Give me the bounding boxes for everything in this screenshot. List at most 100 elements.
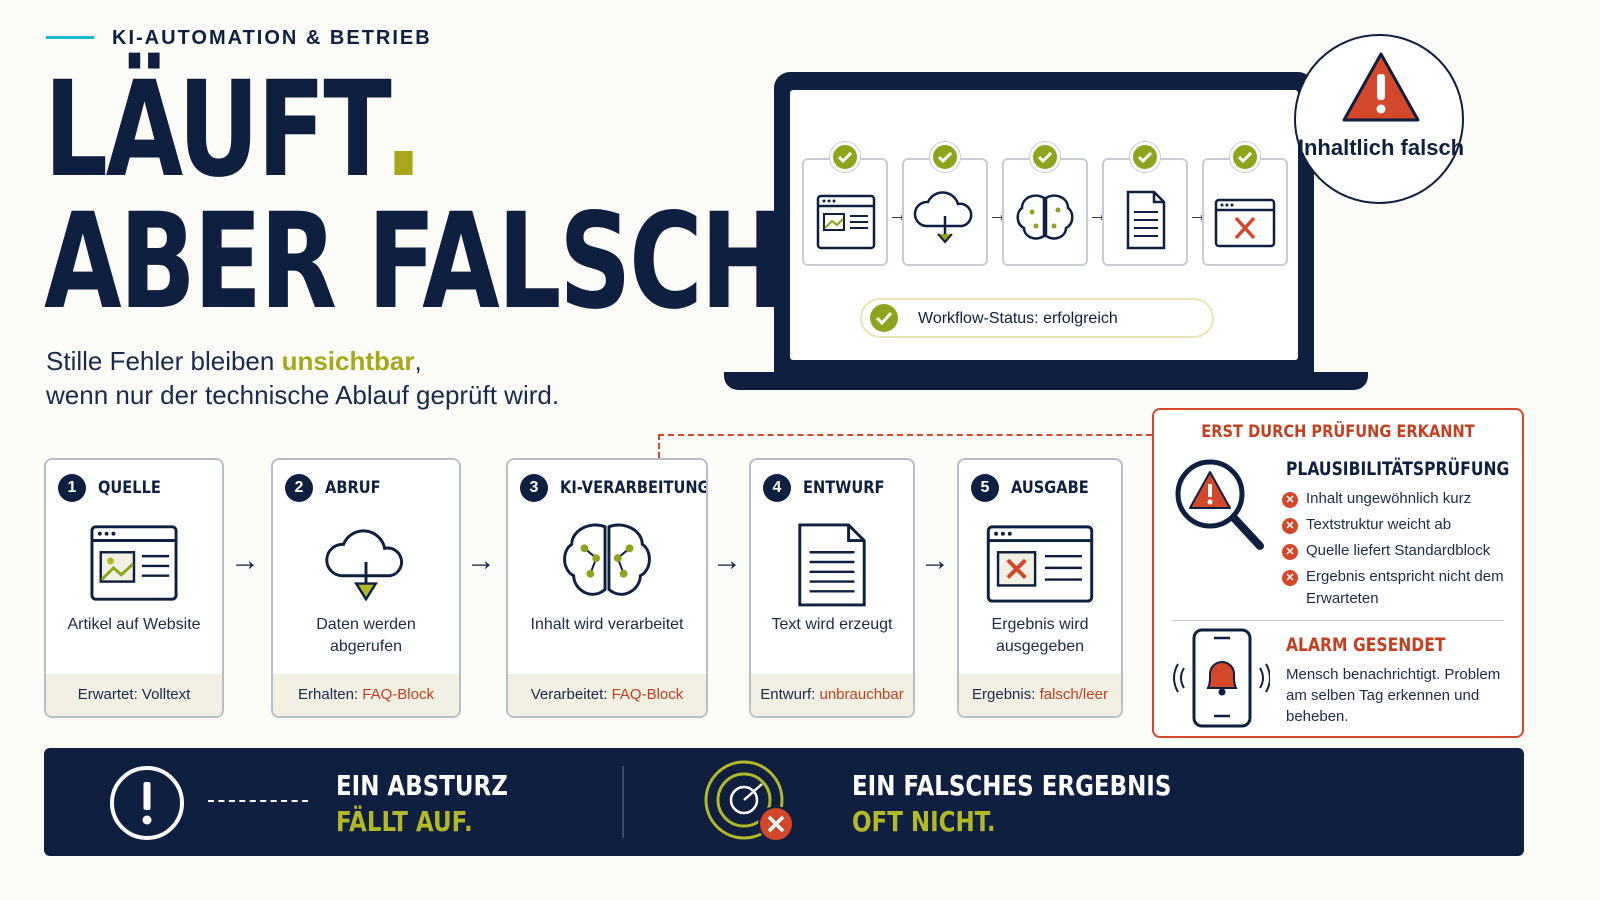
warning-badge: Inhaltlich falsch bbox=[1294, 34, 1464, 204]
check-item-text: Inhalt ungewöhnlich kurz bbox=[1306, 490, 1472, 507]
step-number: 1 bbox=[58, 474, 86, 502]
arrow-right-icon: → bbox=[466, 544, 496, 577]
error-window-icon bbox=[959, 518, 1121, 608]
check-item-text: Quelle liefert Standardblock bbox=[1306, 542, 1491, 559]
check-item: ✕ Quelle liefert Standardblock bbox=[1282, 540, 1512, 562]
website-icon bbox=[46, 518, 222, 608]
step-footer: Erhalten: FAQ-Block bbox=[273, 674, 459, 716]
plausibility-check-title: PLAUSIBILITÄTSPRÜFUNG bbox=[1286, 458, 1510, 480]
check-icon bbox=[870, 304, 898, 332]
headline-line-1: LÄUFT bbox=[44, 64, 413, 196]
step-number: 4 bbox=[763, 474, 791, 502]
check-item-text: Ergebnis entspricht nicht dem Erwarteten bbox=[1306, 568, 1504, 607]
eyebrow-label: KI-AUTOMATION & BETRIEB bbox=[112, 27, 432, 49]
arrow-right-icon: → bbox=[712, 544, 742, 577]
detection-connector-line bbox=[658, 434, 1152, 458]
step-footer: Erwartet: Volltext bbox=[46, 674, 222, 716]
website-icon bbox=[816, 194, 876, 250]
step-footer-value: FAQ-Block bbox=[362, 686, 434, 703]
subline-highlight: unsichtbar bbox=[281, 346, 415, 376]
step-description: Text wird erzeugt bbox=[771, 616, 893, 633]
banner-right-line-2: OFT NICHT. bbox=[852, 805, 996, 838]
subline: Stille Fehler bleiben unsichtbar, wenn n… bbox=[46, 344, 559, 412]
step-number: 5 bbox=[971, 474, 999, 502]
arrow-right-icon: → bbox=[230, 544, 260, 577]
step-footer-value: FAQ-Block bbox=[611, 686, 684, 703]
banner-left-line-1: EIN ABSTURZ bbox=[336, 769, 508, 802]
check-icon bbox=[1130, 142, 1160, 172]
x-circle-icon: ✕ bbox=[1282, 570, 1298, 586]
step-footer-label: Entwurf: bbox=[760, 686, 816, 703]
eyebrow-accent-line bbox=[46, 36, 94, 39]
warning-badge-text: Inhaltlich falsch bbox=[1297, 135, 1465, 160]
bottom-banner: EIN ABSTURZ FÄLLT AUF. EIN FALSCHES ERGE… bbox=[44, 748, 1524, 856]
check-icon bbox=[830, 142, 860, 172]
step-number: 3 bbox=[520, 474, 548, 502]
step-footer-label: Verarbeitet: bbox=[530, 686, 608, 703]
step-description: Ergebnis wird ausgegeben bbox=[991, 616, 1089, 655]
brain-icon bbox=[1016, 194, 1074, 240]
x-circle-icon: ✕ bbox=[1282, 492, 1298, 508]
step-description: Daten werden abgerufen bbox=[316, 616, 416, 655]
step-description: Artikel auf Website bbox=[67, 616, 201, 633]
step-number: 2 bbox=[285, 474, 313, 502]
mini-step-cloud bbox=[902, 158, 988, 266]
headline-text-1: LÄUFT bbox=[44, 53, 392, 207]
subline-text: Stille Fehler bleiben bbox=[46, 346, 282, 376]
step-footer-value: unbrauchbar bbox=[819, 686, 904, 703]
cloud-download-icon bbox=[913, 191, 973, 244]
step-footer-label: Erhalten: bbox=[298, 686, 359, 703]
document-icon bbox=[1126, 190, 1166, 250]
step-footer-value: falsch/leer bbox=[1039, 686, 1108, 703]
headline-dot bbox=[394, 151, 413, 175]
step-footer-value: Volltext bbox=[141, 686, 191, 703]
phone-alarm-icon bbox=[1173, 628, 1270, 728]
step-title: ENTWURF bbox=[803, 478, 885, 498]
arrow-right-icon: → bbox=[920, 544, 950, 577]
check-icon bbox=[930, 142, 960, 172]
banner-dashed-line bbox=[208, 800, 308, 802]
banner-right-line-1: EIN FALSCHES ERGEBNIS bbox=[852, 769, 1172, 802]
workflow-status-pill: Workflow-Status: erfolgreich bbox=[860, 298, 1214, 338]
cloud-download-icon bbox=[273, 518, 459, 608]
warning-triangle-icon bbox=[1342, 52, 1420, 122]
mini-step-document bbox=[1102, 158, 1188, 266]
brain-icon bbox=[508, 518, 706, 608]
mini-step-brain bbox=[1002, 158, 1088, 266]
subline-comma: , bbox=[414, 346, 422, 376]
panel-divider bbox=[1172, 620, 1504, 621]
step-title: AUSGABE bbox=[1011, 478, 1089, 498]
check-item: ✕ Inhalt ungewöhnlich kurz bbox=[1282, 488, 1512, 510]
step-title: QUELLE bbox=[98, 478, 161, 498]
alarm-title: ALARM GESENDET bbox=[1286, 634, 1446, 656]
exclamation-circle-icon bbox=[110, 766, 184, 840]
detection-panel-title: ERST DURCH PRÜFUNG ERKANNT bbox=[1201, 422, 1475, 442]
mini-step-website bbox=[802, 158, 888, 266]
headline-text-2: ABER FALSCH bbox=[44, 185, 784, 339]
plausibility-check-list: ✕ Inhalt ungewöhnlich kurz ✕Textstruktur … bbox=[1282, 488, 1512, 614]
banner-left-line-2: FÄLLT AUF. bbox=[336, 805, 473, 838]
check-icon bbox=[1230, 142, 1260, 172]
document-icon bbox=[751, 518, 913, 608]
headline-line-2: ABER FALSCH bbox=[44, 196, 805, 328]
step-footer-label: Ergebnis: bbox=[972, 686, 1036, 703]
x-circle-icon: ✕ bbox=[1282, 518, 1298, 534]
workflow-status-text: Workflow-Status: erfolgreich bbox=[918, 310, 1118, 327]
step-footer: Entwurf: unbrauchbar bbox=[751, 674, 913, 716]
check-item: ✕Textstruktur weicht ab bbox=[1282, 514, 1512, 536]
banner-separator bbox=[622, 766, 624, 838]
check-item: ✕ Ergebnis entspricht nicht dem Erwartete… bbox=[1282, 566, 1512, 610]
step-title: ABRUF bbox=[325, 478, 381, 498]
step-footer-label: Erwartet: bbox=[77, 686, 138, 703]
detection-panel: ERST DURCH PRÜFUNG ERKANNT PLAUSIBILITÄT… bbox=[1152, 408, 1524, 738]
alarm-text: Mensch benachrichtigt. Problem am selben… bbox=[1286, 666, 1501, 725]
check-icon bbox=[1030, 142, 1060, 172]
x-circle-icon: ✕ bbox=[1282, 544, 1298, 560]
step-footer: Verarbeitet: FAQ-Block bbox=[508, 674, 706, 716]
mini-step-error bbox=[1202, 158, 1288, 266]
